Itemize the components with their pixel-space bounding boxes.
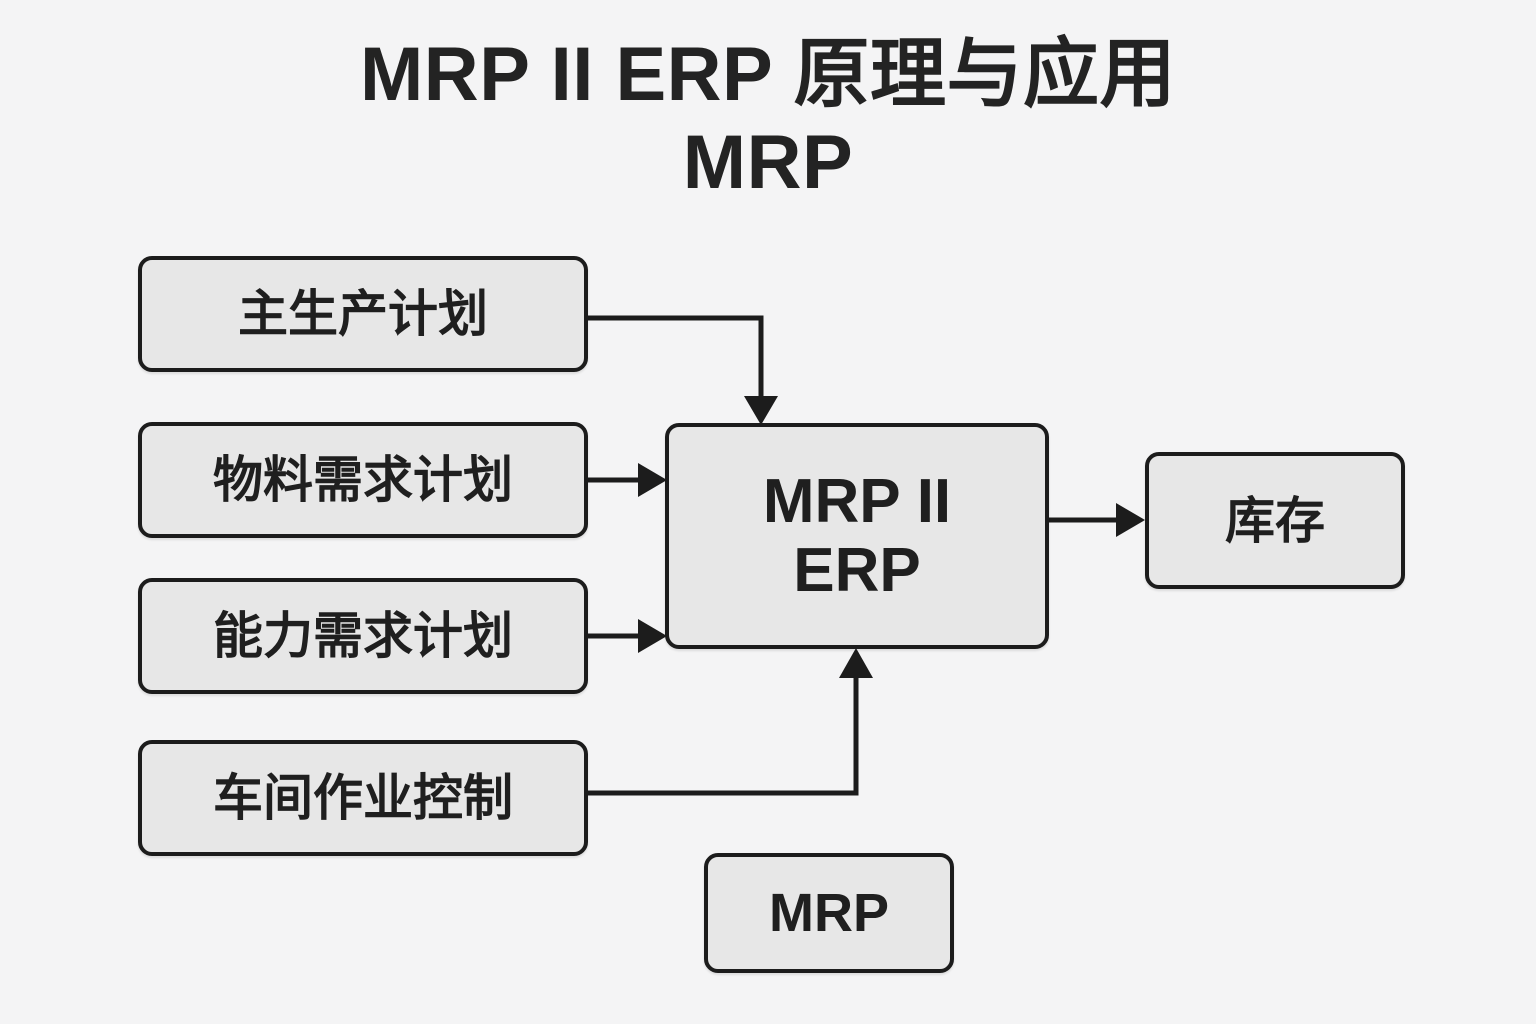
title-line-2: MRP: [682, 120, 854, 206]
node-label: 库存: [1225, 492, 1325, 549]
node-inventory[interactable]: 库存: [1145, 452, 1405, 589]
page-title: MRP II ERP 原理与应用 MRP: [0, 32, 1536, 206]
node-shop-floor-control[interactable]: 车间作业控制: [138, 740, 588, 856]
node-mrp[interactable]: MRP: [704, 853, 954, 973]
node-material-requirements-plan[interactable]: 物料需求计划: [138, 422, 588, 538]
node-label: 主生产计划: [238, 286, 488, 342]
edge-sfc-to-core: [585, 648, 873, 796]
node-label: MRP II ERP: [762, 466, 952, 605]
node-label: MRP: [769, 882, 889, 943]
edge-mps-to-core: [585, 315, 778, 425]
edge-core-to-inventory: [1046, 503, 1145, 537]
title-line-1: MRP II ERP 原理与应用: [360, 32, 1176, 117]
node-label: 物料需求计划: [213, 452, 513, 508]
edge-mrp-plan-to-core: [585, 463, 667, 497]
node-capacity-requirements-plan[interactable]: 能力需求计划: [138, 578, 588, 694]
edge-crp-to-core: [585, 619, 667, 653]
node-label: 车间作业控制: [213, 770, 513, 826]
node-master-production-schedule[interactable]: 主生产计划: [138, 256, 588, 372]
node-label: 能力需求计划: [213, 608, 513, 664]
node-mrp2-erp[interactable]: MRP II ERP: [665, 423, 1049, 649]
